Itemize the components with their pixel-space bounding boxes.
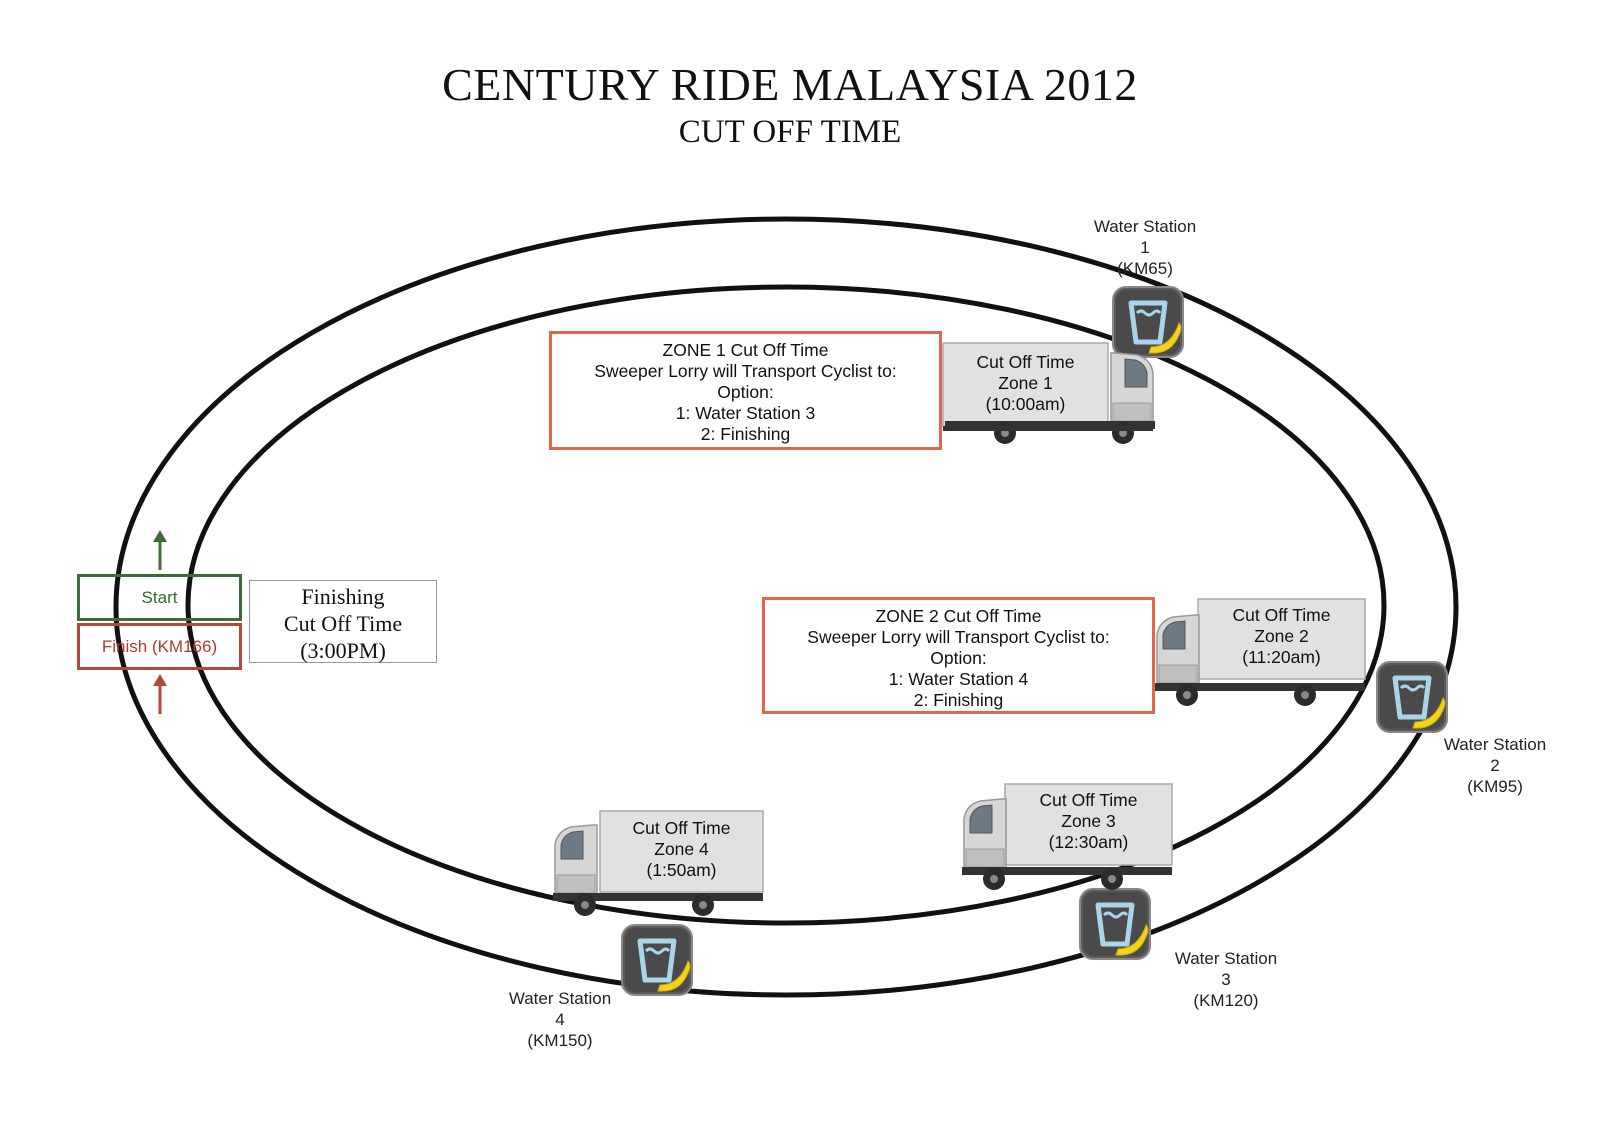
page-title: CENTURY RIDE MALAYSIA 2012 [442, 59, 1138, 110]
truck-4-line1: Cut Off Time [632, 818, 731, 838]
truck-2-line3: (11:20am) [1242, 647, 1321, 667]
water-station-1-icon [1113, 287, 1183, 357]
water-station-4-km: (KM150) [527, 1031, 593, 1050]
water-station-2-km: (KM95) [1467, 777, 1523, 796]
start-box: Start [77, 574, 242, 621]
water-station-4-label: Water Station 4 (KM150) [480, 988, 640, 1051]
page-subtitle: CUT OFF TIME [678, 114, 902, 150]
water-station-3-name: Water Station [1174, 949, 1278, 968]
water-station-1-name: Water Station [1093, 217, 1197, 236]
water-station-3-number: 3 [1221, 970, 1231, 989]
zone-1-line4: 2: Finishing [700, 424, 791, 444]
track-outer-edge [113, 216, 1459, 998]
water-station-4-number: 4 [555, 1010, 565, 1029]
zone-2-line4: 2: Finishing [913, 690, 1004, 710]
zone-2-line2: Option: [930, 648, 987, 668]
zone-2-line1: Sweeper Lorry will Transport Cyclist to: [807, 627, 1110, 647]
water-station-3-icon [1080, 889, 1150, 959]
water-station-1-km: (KM65) [1117, 259, 1173, 278]
water-station-2-icon [1377, 662, 1447, 732]
water-station-1-number: 1 [1140, 238, 1150, 257]
truck-1-line2: Zone 1 [998, 373, 1053, 393]
water-station-1-label: Water Station 1 (KM65) [1065, 216, 1225, 279]
water-station-4-name: Water Station [508, 989, 612, 1008]
truck-3-line2: Zone 3 [1061, 811, 1116, 831]
finish-box: Finish (KM166) [77, 623, 242, 670]
truck-3-label: Cut Off Time Zone 3 (12:30am) [1005, 790, 1172, 853]
zone-2-info-box: ZONE 2 Cut Off Time Sweeper Lorry will T… [762, 597, 1155, 714]
zone-1-line3: 1: Water Station 3 [675, 403, 816, 423]
water-station-2-number: 2 [1490, 756, 1500, 775]
truck-4-label: Cut Off Time Zone 4 (1:50am) [600, 818, 763, 881]
truck-2-line2: Zone 2 [1254, 626, 1309, 646]
water-station-2-label: Water Station 2 (KM95) [1415, 734, 1575, 797]
zone-1-line2: Option: [717, 382, 774, 402]
truck-3-icon [961, 783, 1173, 891]
truck-2-line1: Cut Off Time [1232, 605, 1331, 625]
zone-1-line1: Sweeper Lorry will Transport Cyclist to: [594, 361, 897, 381]
start-arrow-icon [153, 530, 167, 570]
water-station-4-icon [622, 925, 692, 995]
truck-1-line3: (10:00am) [985, 394, 1066, 414]
truck-4-line3: (1:50am) [646, 860, 717, 880]
truck-4-icon [552, 810, 764, 917]
truck-2-icon [1154, 598, 1366, 707]
truck-1-icon [942, 342, 1156, 445]
track-inner-edge [185, 284, 1387, 926]
zone-1-info-box: ZONE 1 Cut Off Time Sweeper Lorry will T… [549, 331, 942, 450]
finishing-cutoff-line1: Finishing [301, 584, 385, 609]
truck-2-label: Cut Off Time Zone 2 (11:20am) [1198, 605, 1365, 668]
finishing-cutoff-box: Finishing Cut Off Time (3:00PM) [249, 580, 437, 663]
finish-arrow-icon [153, 674, 167, 714]
truck-1-line1: Cut Off Time [976, 352, 1075, 372]
zone-2-line3: 1: Water Station 4 [888, 669, 1029, 689]
finishing-cutoff-time: (3:00PM) [300, 638, 386, 663]
truck-4-line2: Zone 4 [654, 839, 709, 859]
zone-2-heading: ZONE 2 Cut Off Time [875, 606, 1042, 626]
truck-3-line1: Cut Off Time [1039, 790, 1138, 810]
water-station-3-km: (KM120) [1193, 991, 1259, 1010]
truck-3-line3: (12:30am) [1048, 832, 1129, 852]
finishing-cutoff-line2: Cut Off Time [283, 611, 403, 636]
zone-1-heading: ZONE 1 Cut Off Time [662, 340, 829, 360]
water-station-3-label: Water Station 3 (KM120) [1146, 948, 1306, 1011]
truck-1-label: Cut Off Time Zone 1 (10:00am) [943, 352, 1108, 415]
water-station-2-name: Water Station [1443, 735, 1547, 754]
